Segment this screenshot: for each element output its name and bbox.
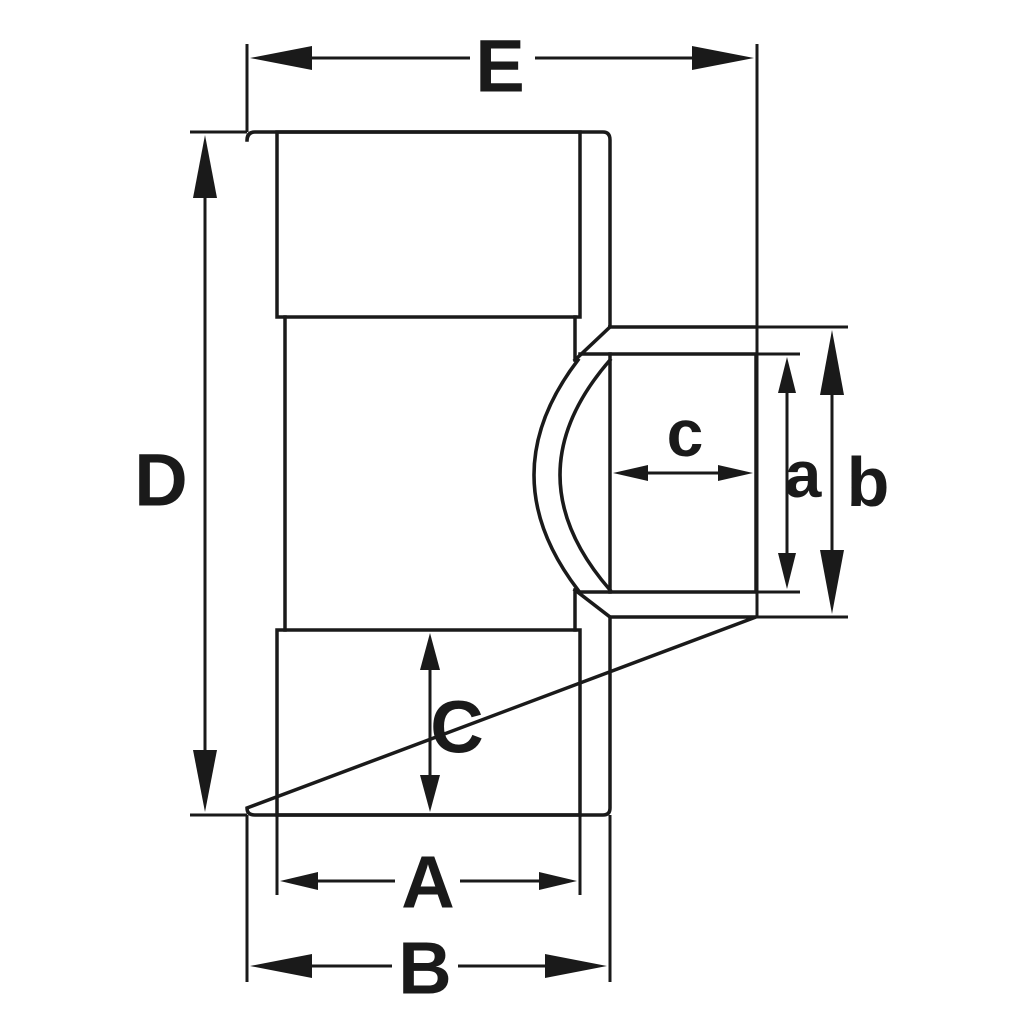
dimension-e: E bbox=[250, 25, 754, 108]
top-socket bbox=[275, 130, 582, 319]
arrowhead-left bbox=[250, 954, 312, 978]
arrowhead-left bbox=[613, 465, 648, 481]
dimension-label-b-lower: b bbox=[847, 443, 890, 521]
saddle-outer-curve bbox=[532, 357, 581, 593]
arrowhead-up bbox=[820, 330, 844, 395]
dimension-b-lower: b bbox=[820, 330, 889, 614]
arrowhead-down bbox=[420, 775, 440, 812]
arrowhead-up bbox=[778, 357, 796, 393]
arrowhead-down bbox=[778, 553, 796, 589]
arrowhead-right bbox=[539, 872, 577, 890]
dimension-label-a-lower: a bbox=[785, 437, 823, 511]
dimension-label-e: E bbox=[475, 25, 524, 108]
extension-lines bbox=[190, 44, 848, 982]
arrowhead-down bbox=[820, 550, 844, 614]
arrowhead-up bbox=[420, 633, 440, 670]
dimension-c-upper: C bbox=[420, 633, 484, 812]
dimension-label-a: A bbox=[401, 841, 454, 924]
dimension-label-b: B bbox=[398, 927, 451, 1010]
arrowhead-left bbox=[250, 46, 312, 70]
dimension-label-d: D bbox=[134, 439, 187, 522]
saddle-inner-curve bbox=[558, 357, 613, 593]
dimension-label-c-upper: C bbox=[430, 686, 483, 769]
arrowhead-right bbox=[692, 46, 754, 70]
bottom-socket bbox=[275, 628, 582, 817]
arrowhead-down bbox=[193, 750, 217, 812]
tee-fitting-outline bbox=[245, 130, 758, 817]
dimension-a-lower: a bbox=[778, 357, 823, 589]
dimension-d: D bbox=[134, 135, 217, 812]
arrowhead-left bbox=[280, 872, 318, 890]
dimension-a: A bbox=[280, 841, 577, 924]
arrowhead-right bbox=[718, 465, 753, 481]
branch-lower-shoulder bbox=[572, 587, 613, 620]
arrowhead-right bbox=[545, 954, 607, 978]
arrowhead-up bbox=[193, 135, 217, 198]
dimension-b: B bbox=[250, 927, 607, 1010]
dimension-c-lower: c bbox=[613, 396, 753, 481]
tee-outer-wall bbox=[245, 130, 758, 817]
dimension-label-c-lower: c bbox=[667, 396, 704, 470]
